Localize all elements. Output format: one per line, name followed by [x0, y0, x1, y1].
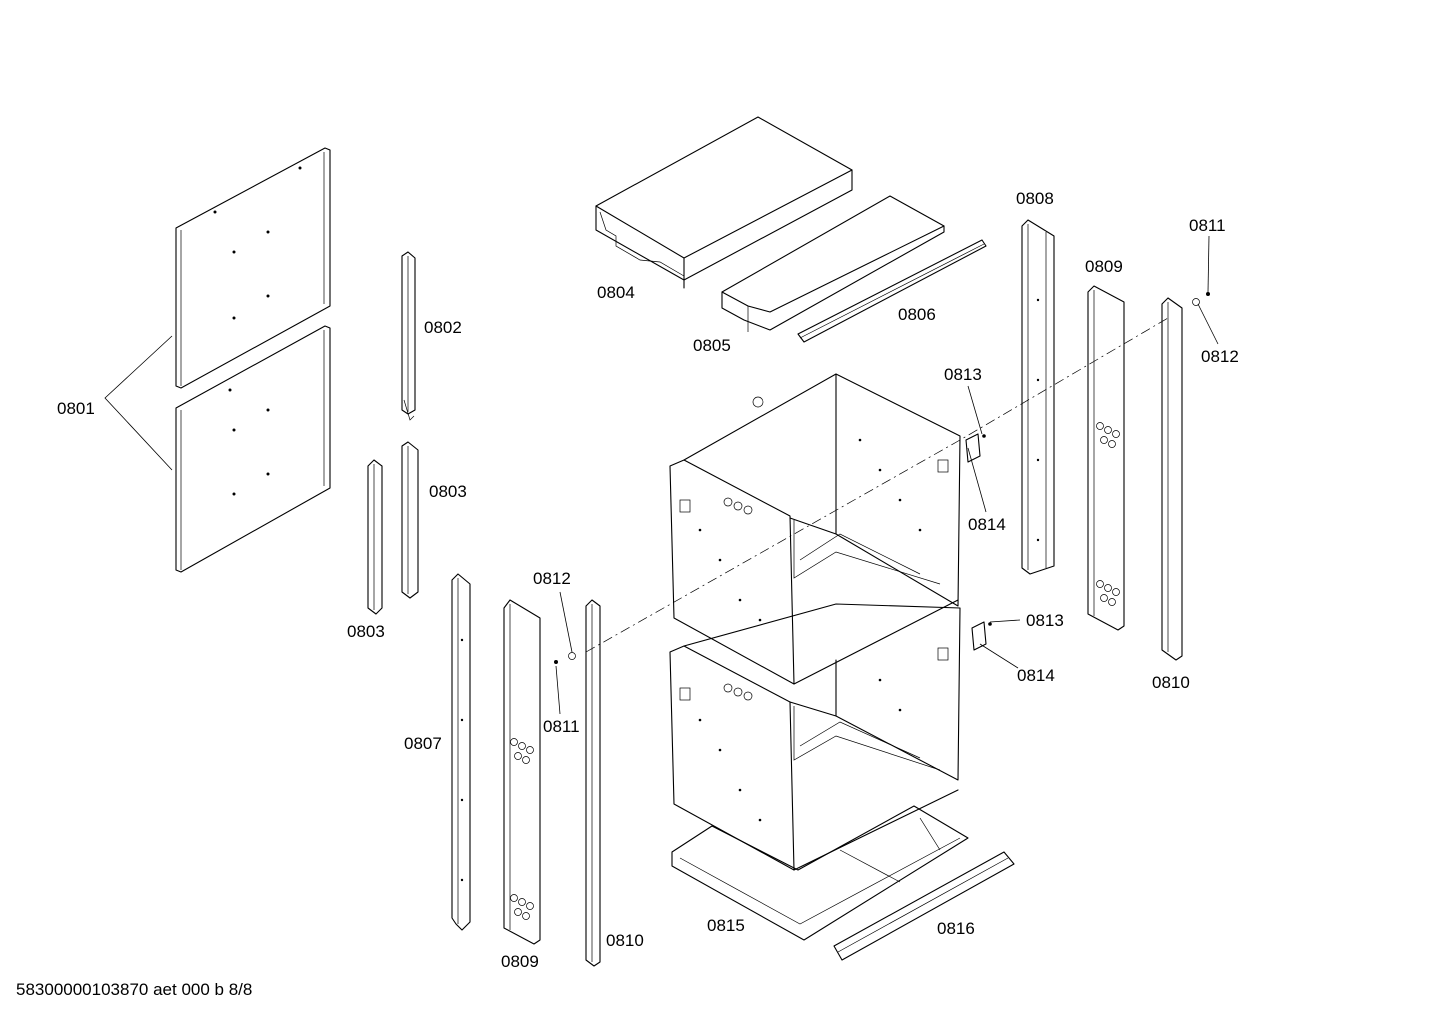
part-0809-side-frame-left [503, 599, 541, 945]
part-0805-cover [721, 195, 945, 332]
label-0809-right: 0809 [1085, 257, 1123, 276]
part-0801-upper-panel [175, 147, 331, 389]
label-0801: 0801 [57, 399, 95, 418]
label-0810-left: 0810 [606, 931, 644, 950]
part-0809-side-frame-right [1087, 285, 1125, 631]
part-0808-strip [1021, 219, 1055, 575]
label-0806: 0806 [898, 305, 936, 324]
leader-0801 [104, 335, 173, 471]
label-0815: 0815 [707, 916, 745, 935]
part-0813-0814-bracket-lower [971, 621, 992, 651]
label-0812-left: 0812 [533, 569, 571, 588]
part-lower-oven-cavity [669, 603, 961, 871]
label-0810-right: 0810 [1152, 673, 1190, 692]
part-0810-strip-left [585, 599, 601, 967]
label-0808: 0808 [1016, 189, 1054, 208]
part-0802-strip [401, 251, 416, 421]
document-id: 58300000103870 aet 000 b 8/8 [16, 980, 253, 999]
part-0815-base-frame [671, 805, 969, 941]
part-0807-strip [451, 573, 471, 931]
label-0813-upper: 0813 [944, 365, 982, 384]
part-0810-strip-right [1161, 297, 1183, 661]
label-0814-upper: 0814 [968, 515, 1006, 534]
label-0814-lower: 0814 [1017, 666, 1055, 685]
label-0803-right: 0803 [429, 482, 467, 501]
part-0811-0812-screw-left [554, 652, 576, 664]
label-0804: 0804 [597, 283, 635, 302]
part-0813-0814-bracket-upper [965, 433, 986, 463]
part-0804-top-cover [595, 116, 853, 289]
part-0803-strip-right [401, 441, 419, 599]
label-0803-left: 0803 [347, 622, 385, 641]
label-0802: 0802 [424, 318, 462, 337]
part-0806-rail [797, 239, 987, 343]
label-0813-lower: 0813 [1026, 611, 1064, 630]
label-0811-right: 0811 [1189, 216, 1226, 235]
part-0816-bottom-rail [833, 851, 1015, 961]
part-0803-strip-left [367, 459, 383, 615]
label-0811-left: 0811 [543, 717, 580, 736]
label-0805: 0805 [693, 336, 731, 355]
part-0811-0812-screw-right [1192, 292, 1210, 306]
part-0801-lower-panel [175, 325, 331, 573]
label-0812-right: 0812 [1201, 347, 1239, 366]
assembly-axis [585, 317, 1169, 653]
leader-lines [555, 235, 1219, 715]
label-0807: 0807 [404, 734, 442, 753]
label-0809-left: 0809 [501, 952, 539, 971]
part-upper-oven-cavity [669, 373, 961, 685]
label-0816: 0816 [937, 919, 975, 938]
